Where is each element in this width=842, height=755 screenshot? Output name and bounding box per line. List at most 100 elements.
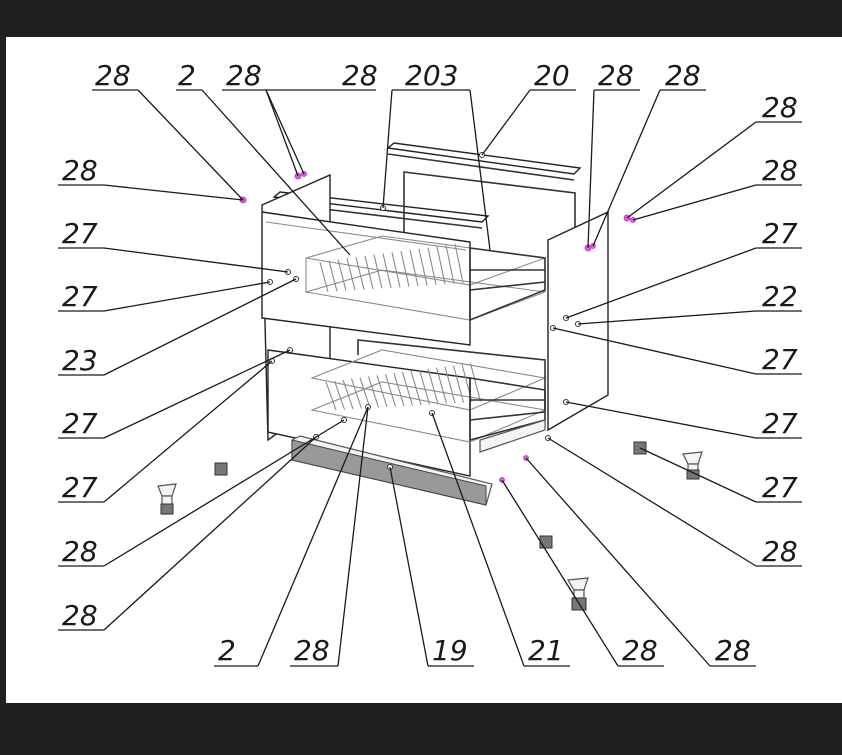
basket-rod — [436, 246, 446, 285]
leader-line — [469, 89, 491, 251]
callout-right-8: 28 — [762, 535, 798, 568]
callout-top-3: 28 — [226, 59, 262, 92]
callout-right-9: 28 — [715, 634, 751, 667]
leader-line — [525, 457, 711, 667]
callouts-bottom: 2 28 19 21 28 28 — [218, 634, 751, 667]
callout-left-7: 28 — [62, 535, 98, 568]
leader-line — [501, 479, 619, 667]
leg-clip-left — [214, 462, 228, 476]
basket-rod — [350, 378, 363, 409]
leader-lines — [58, 89, 802, 667]
callout-left-3: 27 — [62, 280, 98, 313]
adjustable-foot-right — [682, 451, 703, 480]
callout-bottom-5: 28 — [622, 634, 658, 667]
adjustable-foot-bottom — [566, 577, 589, 611]
leader-line — [565, 401, 757, 439]
basket-rod — [435, 367, 448, 404]
callout-top-1: 28 — [95, 59, 131, 92]
callout-right-4: 22 — [762, 280, 798, 313]
callout-top-6: 20 — [534, 59, 570, 92]
basket-rod — [328, 260, 338, 292]
callouts-left: 28 27 27 23 27 27 28 28 — [62, 154, 98, 632]
callout-left-1: 28 — [62, 154, 98, 187]
callout-bottom-3: 19 — [432, 634, 468, 667]
leader-line — [257, 406, 369, 667]
upper-dish-basket — [305, 235, 546, 322]
callout-left-5: 27 — [62, 407, 98, 440]
leader-line — [431, 412, 525, 667]
callout-top-8: 28 — [665, 59, 701, 92]
basket-rod — [393, 373, 405, 407]
leader-line — [389, 466, 429, 667]
leg-clip-bottom — [539, 535, 553, 549]
callout-right-5: 27 — [762, 343, 798, 376]
callouts-top: 28 2 28 28 203 20 28 28 — [95, 59, 701, 92]
callout-right-6: 27 — [762, 407, 798, 440]
callout-top-4: 28 — [342, 59, 378, 92]
basket-rod — [454, 243, 464, 284]
leader-line — [103, 436, 317, 631]
basket-rod — [355, 257, 365, 290]
callout-top-2: 2 — [178, 59, 196, 92]
leader-line — [337, 406, 369, 667]
basket-rod — [427, 247, 437, 285]
callout-right-2: 28 — [762, 154, 798, 187]
basket-rod — [382, 253, 392, 288]
adjustable-foot-left — [157, 483, 177, 515]
callout-left-2: 27 — [62, 217, 98, 250]
leader-line — [103, 278, 297, 376]
callout-right-3: 27 — [762, 217, 798, 250]
callout-top-5: 203 — [405, 59, 458, 92]
basket-rod — [364, 255, 374, 290]
basket-rod — [391, 252, 401, 288]
leader-line — [577, 310, 757, 325]
basket-rod — [359, 377, 371, 409]
basket-rod — [400, 251, 410, 287]
callout-bottom-2: 28 — [294, 634, 330, 667]
leader-line — [382, 89, 393, 209]
basket-rod — [409, 249, 419, 287]
leader-line — [265, 89, 305, 175]
leader-line — [587, 89, 595, 249]
basket-rod — [384, 374, 397, 407]
callout-bottom-6: 28 — [715, 634, 751, 667]
leader-line — [137, 89, 244, 201]
basket-rod — [418, 369, 431, 405]
leader-line — [103, 360, 273, 503]
callout-top-7: 28 — [598, 59, 634, 92]
leader-line — [547, 437, 757, 567]
basket-rod — [337, 259, 347, 291]
callout-bottom-1: 2 — [218, 634, 236, 667]
basket-rod — [346, 258, 356, 291]
basket-rod — [445, 245, 455, 284]
basket-rod — [342, 379, 354, 410]
callout-left-6: 27 — [62, 471, 98, 504]
basket-rod — [452, 365, 465, 403]
lower-dish-basket — [310, 339, 547, 453]
callout-right-7: 27 — [762, 471, 798, 504]
leader-line — [565, 247, 757, 319]
basket-rod — [373, 254, 383, 289]
callout-left-8: 28 — [62, 599, 98, 632]
leader-line — [103, 247, 289, 273]
leader-line — [103, 184, 244, 201]
basket-rod — [418, 248, 428, 286]
basket-rod — [333, 380, 346, 410]
basket-rod — [469, 363, 482, 402]
slide-rail — [479, 419, 546, 453]
lower-front-panel — [267, 349, 471, 477]
leader-line — [592, 89, 661, 247]
upper-front-panel — [261, 211, 471, 346]
leader-line — [103, 349, 291, 439]
basket-rod — [325, 381, 337, 411]
leader-line — [265, 89, 299, 177]
basket-rod — [410, 370, 422, 406]
leader-line — [552, 327, 757, 375]
leader-line — [103, 281, 271, 312]
leader-line — [632, 184, 757, 221]
basket-rod — [427, 368, 439, 405]
callouts-right: 28 28 27 22 27 27 27 28 28 — [715, 91, 798, 667]
callout-right-1: 28 — [762, 91, 798, 124]
cabinet-assembly — [157, 142, 703, 611]
